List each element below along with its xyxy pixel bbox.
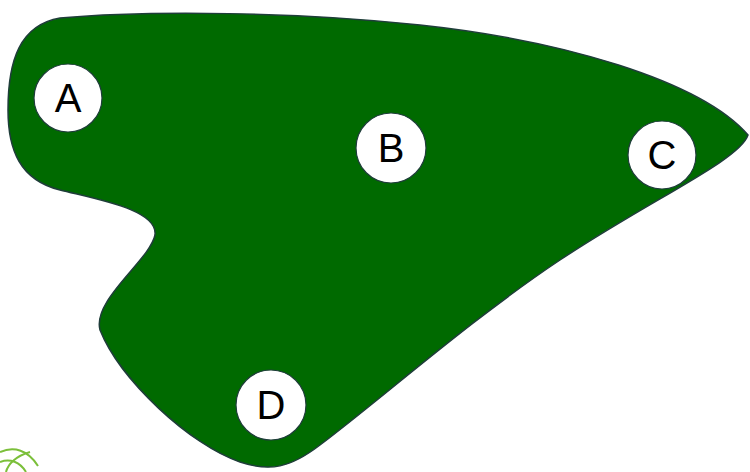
node-letter: B <box>378 128 405 168</box>
circle-shape <box>356 113 426 183</box>
circle-shape <box>236 370 306 440</box>
node-letter: A <box>55 78 82 118</box>
node-letter: C <box>648 135 677 175</box>
circle-shape <box>34 64 102 132</box>
circle-node: D <box>235 369 307 441</box>
circle-shape <box>628 121 696 189</box>
circle-node: C <box>627 120 697 190</box>
node-letter: D <box>257 385 286 425</box>
leaf-stroke <box>6 452 30 472</box>
green-region <box>8 13 748 467</box>
leaf-decoration <box>0 449 38 472</box>
circle-node: B <box>355 112 427 184</box>
circle-node: A <box>33 63 103 133</box>
